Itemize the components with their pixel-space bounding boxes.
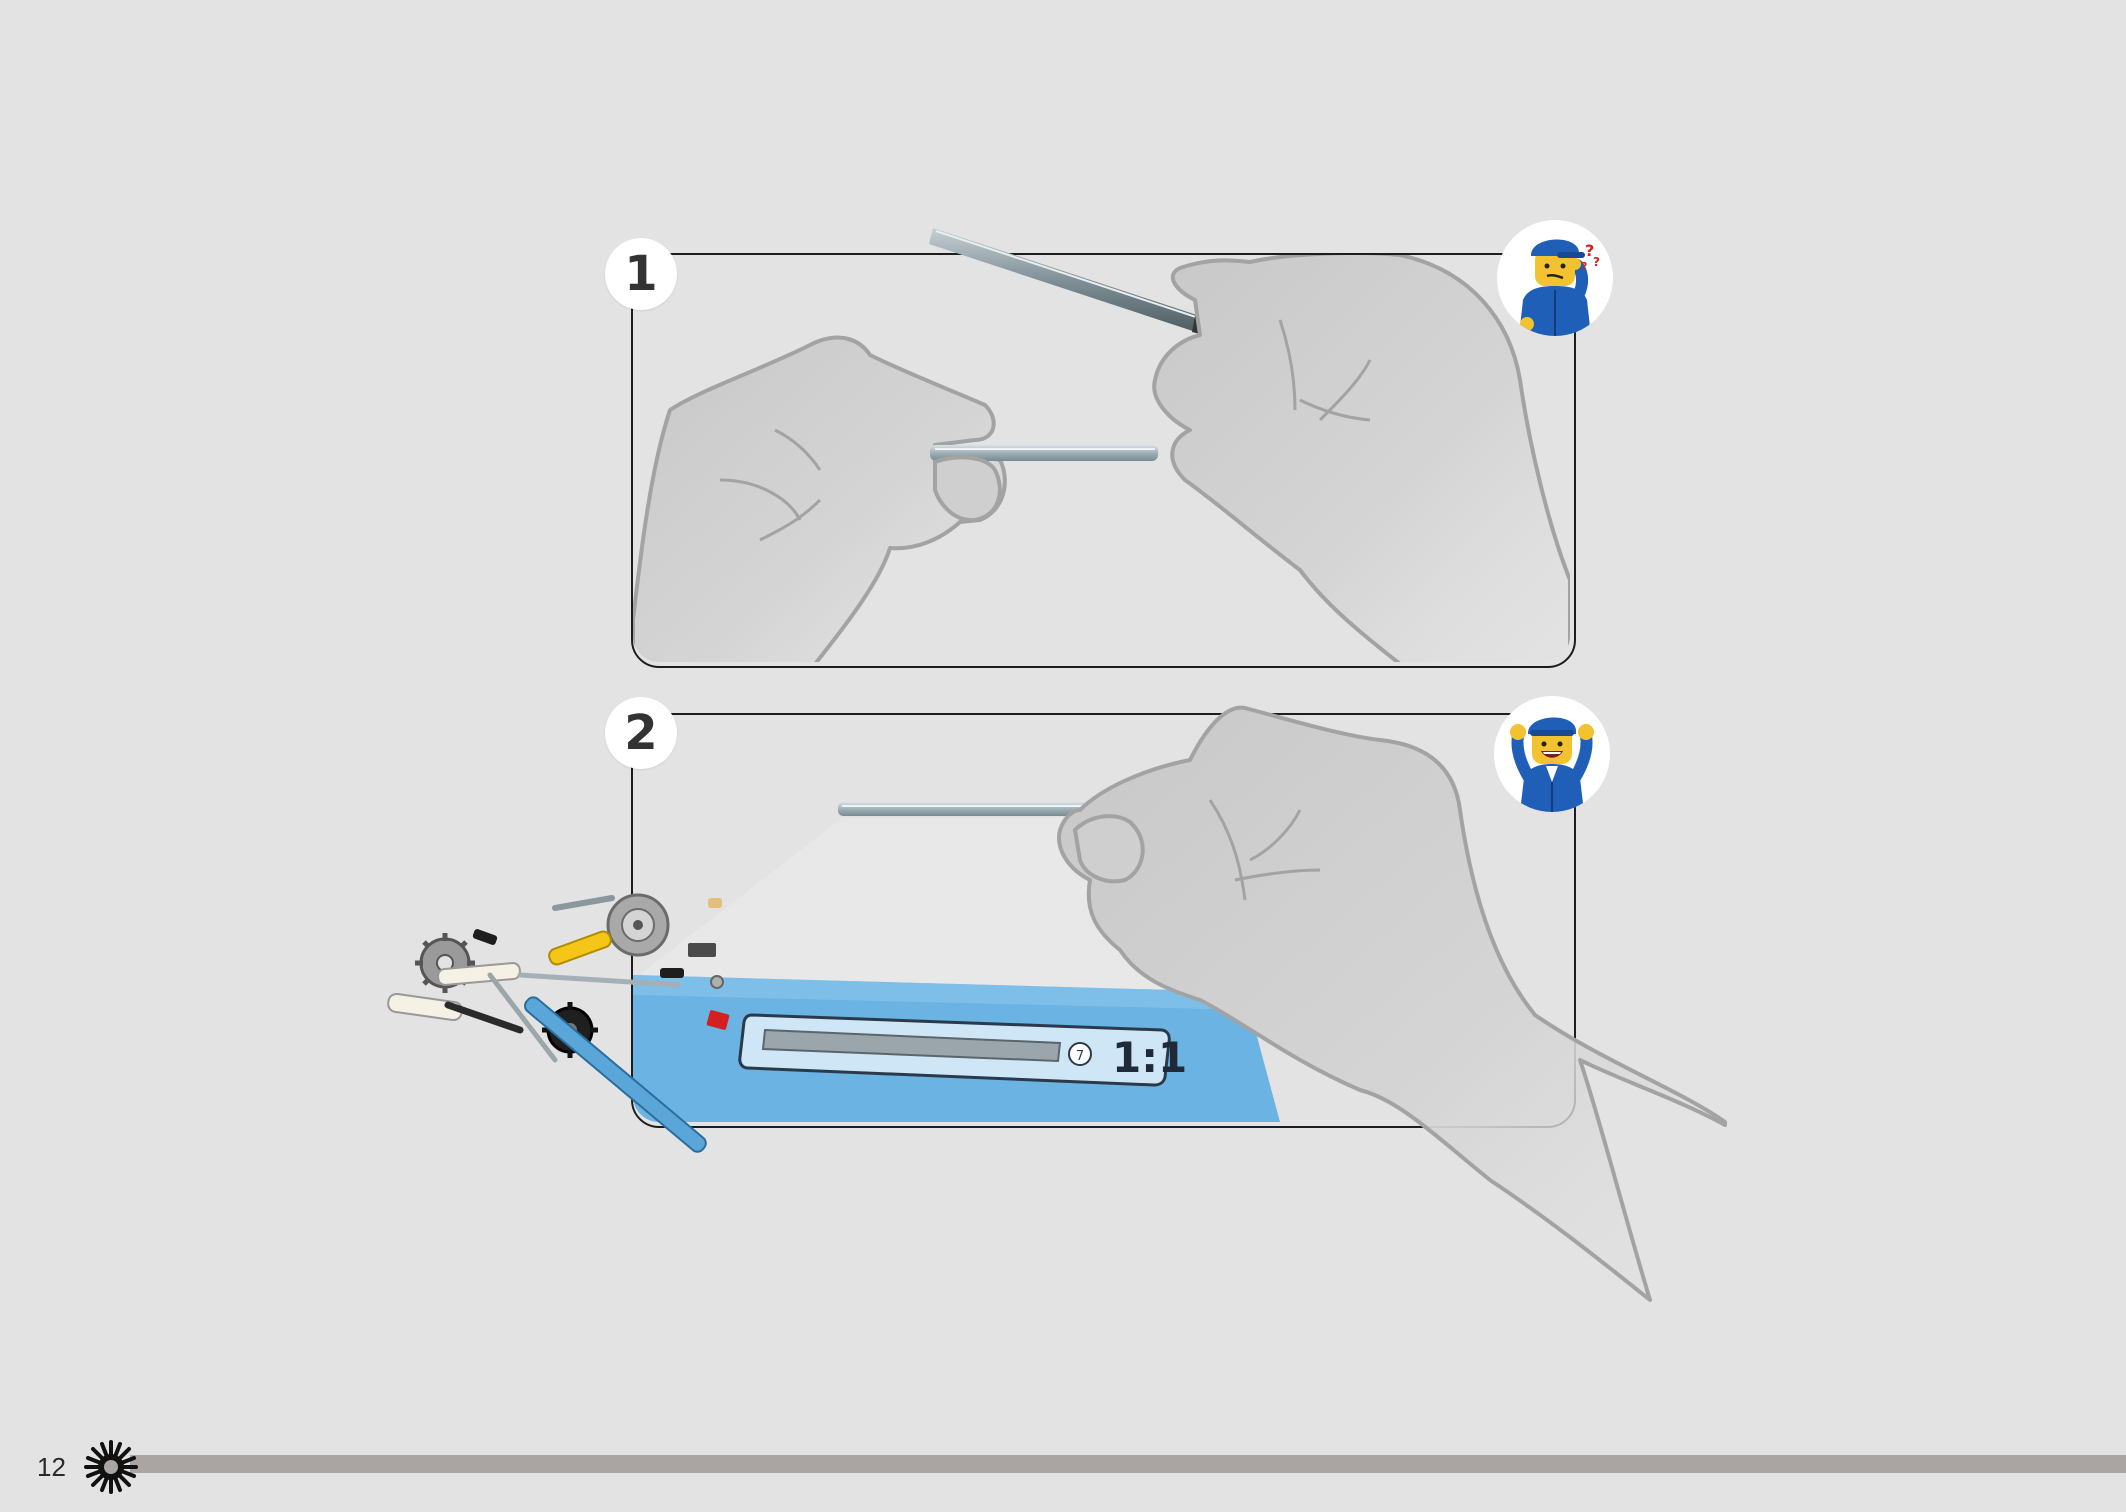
step-2-number: 2 bbox=[605, 697, 677, 769]
svg-text:?: ? bbox=[1585, 241, 1594, 260]
step-1-number: 1 bbox=[605, 238, 677, 310]
happy-minifigure-icon bbox=[1494, 696, 1610, 812]
yellow-beam-part bbox=[548, 930, 612, 966]
confused-minifigure-icon: ? ? ? bbox=[1497, 220, 1613, 336]
page-number: 12 bbox=[37, 1452, 66, 1482]
footer-bar bbox=[130, 1455, 2126, 1473]
step-2-panel bbox=[631, 713, 1576, 1128]
grey-axle-part-3 bbox=[487, 972, 558, 1063]
grey-axle-part bbox=[552, 895, 615, 911]
gear-burst-icon bbox=[84, 1440, 138, 1494]
step-1-panel bbox=[631, 253, 1576, 668]
svg-text:?: ? bbox=[1593, 255, 1600, 269]
black-axle-part bbox=[444, 1001, 524, 1034]
page-footer: 12 bbox=[0, 1440, 2126, 1494]
svg-text:?: ? bbox=[1581, 260, 1587, 273]
white-beam-part-2 bbox=[437, 962, 521, 986]
white-beam-part bbox=[387, 992, 463, 1022]
black-gear-part bbox=[542, 1002, 598, 1058]
gear-part bbox=[415, 933, 475, 993]
black-pin-part bbox=[472, 929, 498, 945]
